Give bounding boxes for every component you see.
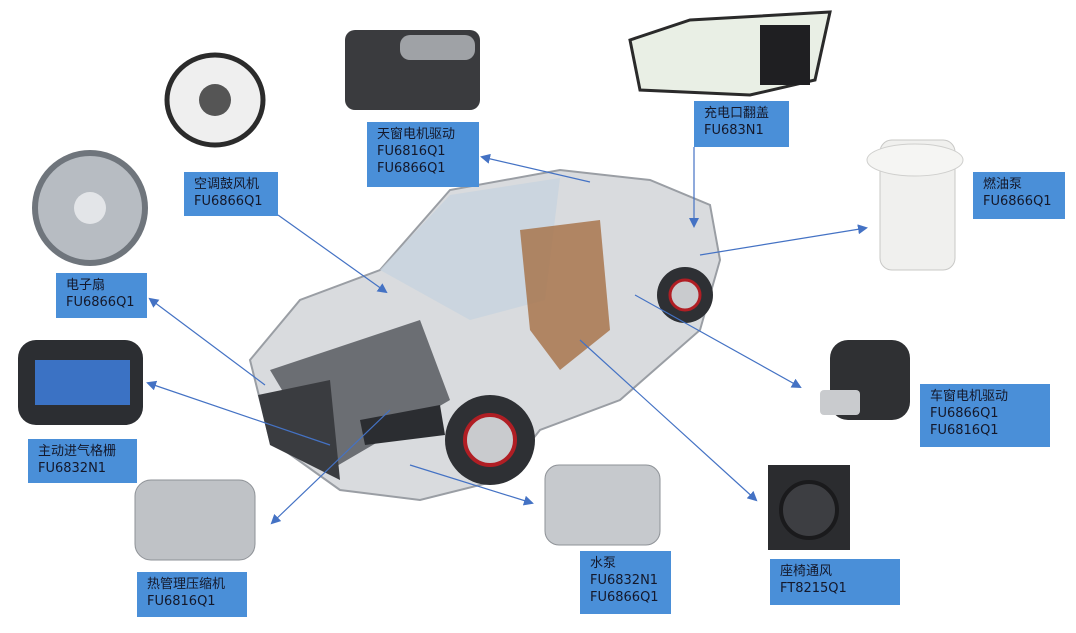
label-charging-flap: 充电口翻盖 FU683N1: [694, 101, 789, 147]
part-number: FU6816Q1: [147, 594, 216, 609]
part-number: FU6866Q1: [983, 194, 1052, 209]
arrow-seat-ventilation: [579, 339, 758, 502]
part-number: FU6832N1: [590, 573, 659, 588]
component-name: 车窗电机驱动: [930, 389, 1009, 404]
car-body: [248, 168, 722, 502]
water-pump-image: [544, 464, 661, 546]
part-number: FU6816Q1: [377, 144, 446, 159]
part-number: FU6866Q1: [590, 590, 659, 605]
label-sunroof-motor: 天窗电机驱动 FU6816Q1 FU6866Q1: [367, 122, 479, 187]
component-name: 热管理压缩机: [147, 577, 226, 592]
arrow-sunroof-motor: [480, 153, 591, 183]
component-name: 燃油泵: [983, 177, 1023, 192]
component-name: 座椅通风: [780, 564, 833, 579]
arrow-water-pump: [409, 464, 534, 506]
arrow-compressor: [270, 409, 391, 525]
arrow-fuel-pump: [699, 224, 868, 256]
component-name: 主动进气格栅: [38, 444, 117, 459]
label-seat-ventilation: 座椅通风 FT8215Q1: [770, 559, 900, 605]
component-name: 空调鼓风机: [194, 177, 260, 192]
part-number: FU683N1: [704, 123, 764, 138]
component-name: 电子扇: [66, 278, 106, 293]
part-number: FU6866Q1: [66, 295, 135, 310]
arrow-grille: [146, 380, 331, 446]
compressor-image: [134, 479, 256, 561]
part-number: FT8215Q1: [780, 581, 847, 596]
label-fuel-pump: 燃油泵 FU6866Q1: [973, 172, 1065, 219]
arrow-ac-blower: [277, 214, 388, 294]
arrow-electronic-fan: [148, 297, 266, 386]
label-compressor: 热管理压缩机 FU6816Q1: [137, 572, 247, 617]
part-number: FU6866Q1: [930, 406, 999, 421]
part-number: FU6816Q1: [930, 423, 999, 438]
part-number: FU6866Q1: [194, 194, 263, 209]
component-name: 水泵: [590, 556, 617, 571]
label-window-motor: 车窗电机驱动 FU6866Q1 FU6816Q1: [920, 384, 1050, 447]
component-name: 天窗电机驱动: [377, 127, 456, 142]
label-water-pump: 水泵 FU6832N1 FU6866Q1: [580, 551, 671, 614]
part-number: FU6866Q1: [377, 161, 446, 176]
part-number: FU6832N1: [38, 461, 107, 476]
component-name: 充电口翻盖: [704, 106, 770, 121]
label-electronic-fan: 电子扇 FU6866Q1: [56, 273, 147, 318]
label-active-grille: 主动进气格栅 FU6832N1: [28, 439, 137, 483]
arrow-window-motor: [634, 294, 802, 388]
label-ac-blower: 空调鼓风机 FU6866Q1: [184, 172, 278, 216]
